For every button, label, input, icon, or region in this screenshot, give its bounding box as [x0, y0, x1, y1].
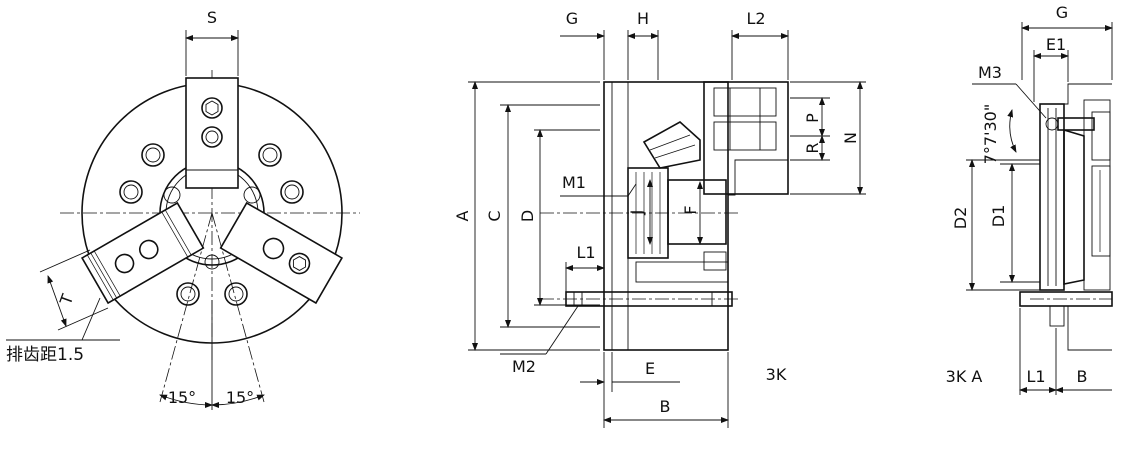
section-view: G E1 M3 7°7'30" D2 D1 L1 B 3K A: [946, 3, 1113, 395]
dim-g-label: G: [566, 9, 578, 28]
front-view: S T 排齿距1.5 15° 15°: [6, 8, 360, 410]
dim-h-label: H: [637, 9, 649, 28]
dim-a-label: A: [453, 210, 472, 221]
dim-c-label: C: [485, 210, 504, 221]
angle-right-label: 15°: [226, 388, 254, 407]
side-view-caption: 3K: [766, 365, 787, 384]
dim-s-label: S: [207, 8, 217, 27]
body-section: [603, 81, 729, 351]
section-b-label: B: [1077, 367, 1088, 386]
tooth-pitch-label: 排齿距1.5: [6, 345, 84, 365]
section-angle-label: 7°7'30": [981, 104, 1000, 164]
dim-j-label: J: [627, 210, 646, 216]
section-d2-label: D2: [951, 207, 970, 230]
dim-n-label: N: [841, 132, 860, 144]
m3-label: M3: [978, 63, 1002, 82]
angle-left-label: 15°: [168, 388, 196, 407]
mounting-holes-bottom: [176, 254, 248, 306]
dim-e-label: E: [645, 359, 655, 378]
mounting-holes-right: [243, 143, 304, 204]
dim-f-label: F: [681, 205, 700, 214]
section-e1-label: E1: [1046, 35, 1066, 54]
dim-r-label: R: [803, 142, 822, 153]
dim-l2-label: L2: [746, 9, 765, 28]
mounting-holes-left: [119, 143, 181, 204]
m2-label: M2: [512, 357, 536, 376]
top-jaw: [185, 77, 239, 189]
dim-d-label: D: [518, 210, 537, 222]
right-jaw: [219, 201, 344, 305]
left-jaw: [80, 201, 205, 305]
section-l1-label: L1: [1026, 367, 1045, 386]
dim-b-label: B: [660, 397, 671, 416]
section-view-caption: 3K A: [946, 367, 983, 386]
jaw-block: [703, 81, 789, 195]
section-d1-label: D1: [989, 205, 1008, 228]
section-g-label: G: [1056, 3, 1068, 22]
side-view: A C D G H L2 P R N M1: [453, 9, 866, 428]
dim-l1-label: L1: [576, 243, 595, 262]
m1-label: M1: [562, 173, 586, 192]
dim-p-label: P: [803, 113, 822, 123]
